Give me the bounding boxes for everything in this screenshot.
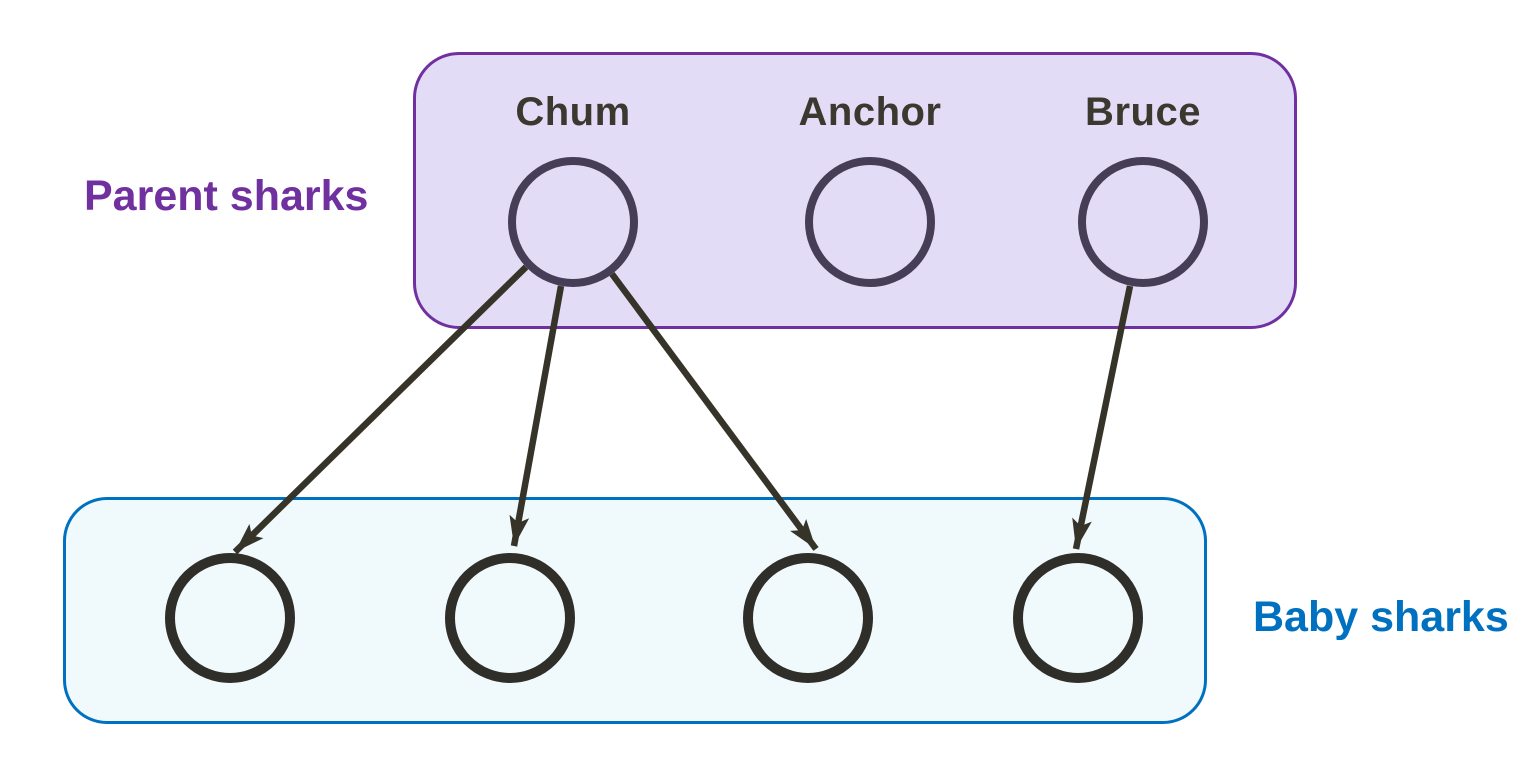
parent-node-bruce: [1078, 157, 1208, 287]
baby-sharks-label: Baby sharks: [1253, 593, 1509, 641]
parent-sharks-label: Parent sharks: [84, 172, 369, 220]
parent-node-anchor: [805, 157, 935, 287]
parent-node-label-anchor: Anchor: [798, 90, 942, 134]
baby-node-4: [1013, 553, 1143, 683]
baby-node-1: [165, 553, 295, 683]
baby-node-2: [445, 553, 575, 683]
parent-node-label-bruce: Bruce: [1085, 90, 1201, 134]
parent-node-label-chum: Chum: [515, 90, 631, 134]
baby-node-3: [743, 553, 873, 683]
parent-node-chum: [508, 157, 638, 287]
